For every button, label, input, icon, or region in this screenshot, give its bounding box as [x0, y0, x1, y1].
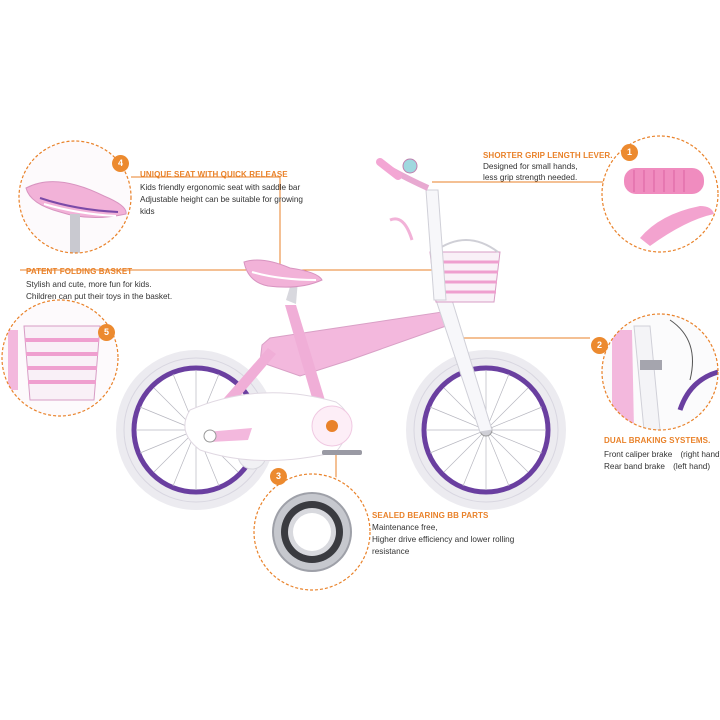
- bike-frame: [184, 280, 493, 461]
- callout-2-badge: 2: [591, 337, 608, 354]
- callout-1-title: SHORTER GRIP LENGTH LEVER.: [483, 151, 613, 160]
- callout-5-line-2: Children can put their toys in the baske…: [26, 292, 173, 301]
- callout-5-title: PATENT FOLDING BASKET: [26, 267, 133, 276]
- callout-3-title: SEALED BEARING BB PARTS: [372, 511, 489, 520]
- callout-5-badge: 5: [98, 324, 115, 341]
- detail-basket-circle: [1, 299, 119, 417]
- callout-1-line-2: less grip strength needed.: [483, 173, 578, 182]
- callout-4-line-1: Kids friendly ergonomic seat with saddle…: [140, 183, 301, 192]
- callout-5-line-1: Stylish and cute, more fun for kids.: [26, 280, 152, 289]
- callout-3-badge: 3: [270, 468, 287, 485]
- callout-3-line-3: resistance: [372, 547, 410, 556]
- callout-1-badge: 1: [621, 144, 638, 161]
- callout-4-line-2: Adjustable height can be suitable for gr…: [140, 195, 303, 204]
- detail-brake-circle: [601, 313, 719, 431]
- handlebar: [376, 158, 447, 301]
- detail-bearing-circle: [253, 472, 371, 591]
- callout-3-line-2: Higher drive efficiency and lower rollin…: [372, 535, 515, 544]
- detail-grip-circle: [601, 135, 719, 253]
- seat: [243, 259, 323, 288]
- callout-2-title: DUAL BRAKING SYSTEMS.: [604, 436, 711, 445]
- callout-4-title: UNIQUE SEAT WITH QUICK RELEASE: [140, 170, 288, 179]
- callout-2-line-1: Front caliper brake (right hand): [604, 450, 720, 459]
- callout-4-badge: 4: [112, 155, 129, 172]
- callout-2-line-2: Rear band brake (left hand): [604, 462, 711, 471]
- callout-1-line-1: Designed for small hands,: [483, 162, 578, 171]
- front-basket: [429, 239, 501, 303]
- callout-3-line-1: Maintenance free,: [372, 523, 438, 532]
- callout-4-line-3: kids: [140, 207, 155, 216]
